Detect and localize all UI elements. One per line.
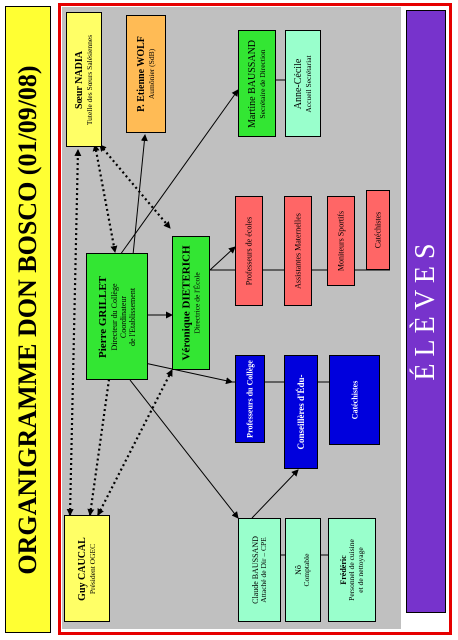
node-prof-college: Professeurs du Collège xyxy=(235,355,265,443)
node-martine: Martine BAUSSAND Secrétaire de Direction xyxy=(238,30,276,137)
node-etienne-wolf: P. Etienne WOLF Aumônier (SdB) xyxy=(126,15,166,133)
dotted-guy-nadia xyxy=(66,149,82,516)
eleves-label: É L È V E S xyxy=(410,242,441,381)
node-role: Comptable xyxy=(302,553,312,587)
node-pierre-grillet: Pierre GRILLET Directeur du Collège Coor… xyxy=(86,253,148,380)
node-name: Catéchistes xyxy=(373,211,383,249)
link-veronique-profecoles xyxy=(209,246,236,271)
node-veronique-dieterich: Véronique DIETERICH Directrice de l'Écol… xyxy=(172,236,210,370)
node-no: Nô Comptable xyxy=(285,518,321,622)
node-name: Assistantes Maternelles xyxy=(293,213,303,289)
node-role: Tutelle des Sœurs Salésiennes xyxy=(84,34,94,125)
node-role: Secrétaire de Direction xyxy=(257,48,267,119)
node-catechistes-college: Catéchistes xyxy=(329,355,380,445)
node-name: Professeurs de écoles xyxy=(244,216,254,286)
node-name: Sœur NADIA xyxy=(73,50,85,109)
node-name: Moniteurs Sportifs xyxy=(336,210,346,272)
eleves-band: É L È V E S xyxy=(406,10,446,613)
node-role: Président OGEC xyxy=(87,543,97,594)
link-pierre-claude xyxy=(129,379,239,519)
dotted-nadia-veronique xyxy=(99,144,171,229)
node-role: Coordinateur xyxy=(118,295,128,338)
node-role: Directeur du Collège xyxy=(109,282,119,351)
node-moniteurs-sportifs: Moniteurs Sportifs xyxy=(327,196,355,286)
dotted-guy-veronique xyxy=(97,369,173,516)
node-soeur-nadia: Sœur NADIA Tutelle des Sœurs Salésiennes xyxy=(66,12,102,147)
node-name: Catéchistes xyxy=(349,380,359,420)
node-role: Attaché de Dir – CPE xyxy=(258,537,268,603)
node-name: Véronique DIETERICH xyxy=(180,245,193,361)
node-name: Guy CAUCAL xyxy=(76,536,88,601)
node-role: Aumônier (SdB) xyxy=(146,48,156,100)
node-name: Martine BAUSSAND xyxy=(246,39,258,128)
node-assistantes-maternelles: Assistantes Maternelles xyxy=(284,196,312,306)
node-conseilleres: Conseillères d'Édu- xyxy=(284,355,318,469)
dotted-guy-pierre xyxy=(87,357,115,516)
node-role: de l'Etablissement xyxy=(127,287,137,346)
node-role: Accueil Secrétariat xyxy=(303,54,313,113)
node-guy-caucal: Guy CAUCAL Président OGEC xyxy=(64,515,110,622)
node-frederic: Frédéric Personnel de cuisine et de nett… xyxy=(328,518,376,622)
node-anne-cecile: Anne-Cécile Accueil Secrétariat xyxy=(285,30,321,137)
link-claude-conseilleres xyxy=(251,469,299,519)
node-name: P. Etienne WOLF xyxy=(135,36,147,112)
dotted-nadia-pierre xyxy=(92,144,118,253)
node-role: Directrice de l'École xyxy=(192,272,202,334)
node-name: Pierre GRILLET xyxy=(96,275,109,358)
title-band: ORGANIGRAMME DON BOSCO (01/09/08) xyxy=(5,6,51,633)
link-pierre-profcollege xyxy=(139,361,233,385)
node-prof-ecoles: Professeurs de écoles xyxy=(235,196,263,306)
node-name: Professeurs du Collège xyxy=(245,360,255,438)
node-name: Conseillères d'Édu- xyxy=(295,374,306,450)
node-name: Anne-Cécile xyxy=(292,58,304,109)
node-claude-baussand: Claude BAUSSAND Attaché de Dir – CPE xyxy=(238,518,281,622)
node-catechistes-ecole: Catéchistes xyxy=(366,190,390,270)
node-role: et de nettoyage xyxy=(355,547,365,593)
